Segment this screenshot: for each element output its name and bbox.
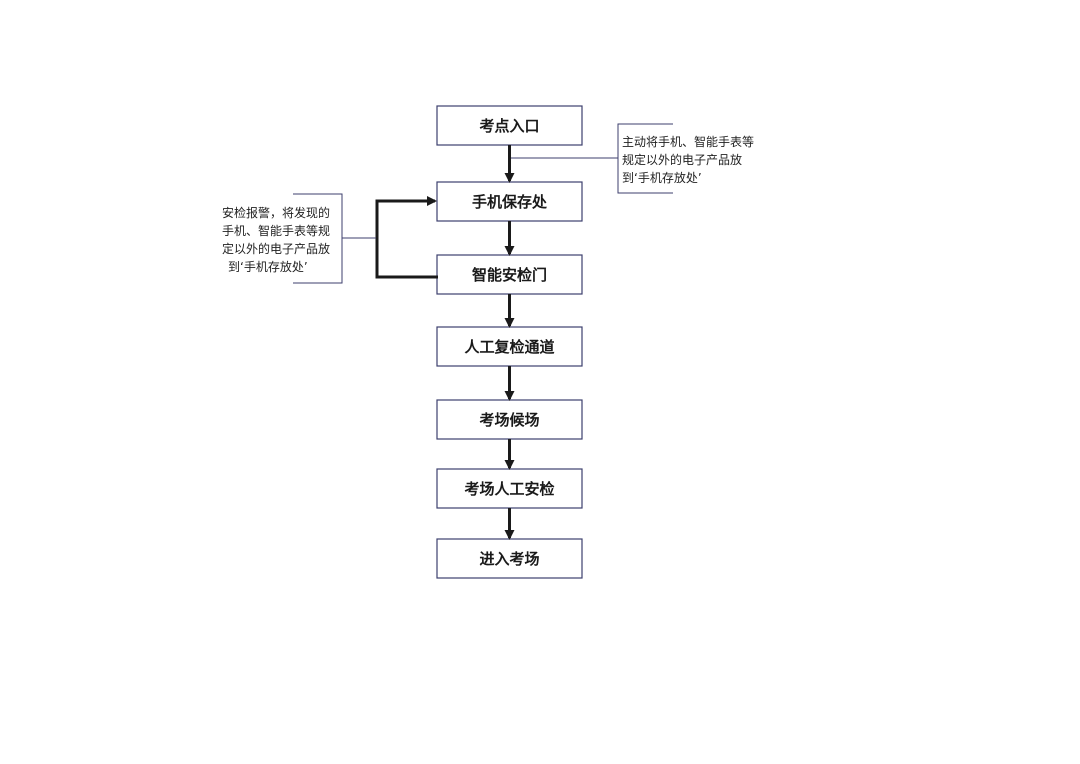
arrow-gate-back-to-storage [375,196,438,279]
node-enter-room: 进入考场 [436,538,583,579]
node-label-entrance: 考点入口 [479,117,539,135]
right-note: 主动将手机、智能手表等 规定以外的电子产品放 到‘手机存放处’ [622,134,754,185]
node-label-room-manual-check: 考场人工安检 [464,480,554,498]
node-label-manual-recheck: 人工复检通道 [464,338,554,356]
left-note-line-3: 定以外的电子产品放 [222,241,330,256]
right-note-line-3: 到‘手机存放处’ [622,170,702,185]
node-manual-recheck: 人工复检通道 [436,326,583,367]
node-entrance: 考点入口 [436,105,583,146]
left-note: 安检报警，将发现的 手机、智能手表等规 定以外的电子产品放 到‘手机存放处’ [222,205,330,274]
node-label-phone-storage: 手机保存处 [472,193,548,211]
node-security-gate: 智能安检门 [436,254,583,295]
node-label-enter-room: 进入考场 [479,550,539,568]
node-label-security-gate: 智能安检门 [472,266,547,284]
left-note-line-1: 安检报警，将发现的 [222,205,330,220]
node-room-manual-check: 考场人工安检 [436,468,583,509]
left-note-line-2: 手机、智能手表等规 [222,223,330,238]
left-note-line-4: 到‘手机存放处’ [228,259,308,274]
right-note-line-2: 规定以外的电子产品放 [622,152,742,167]
node-phone-storage: 手机保存处 [436,181,583,222]
node-label-waiting-area: 考场候场 [479,411,539,429]
right-note-line-1: 主动将手机、智能手表等 [622,134,754,149]
node-waiting-area: 考场候场 [436,399,583,440]
